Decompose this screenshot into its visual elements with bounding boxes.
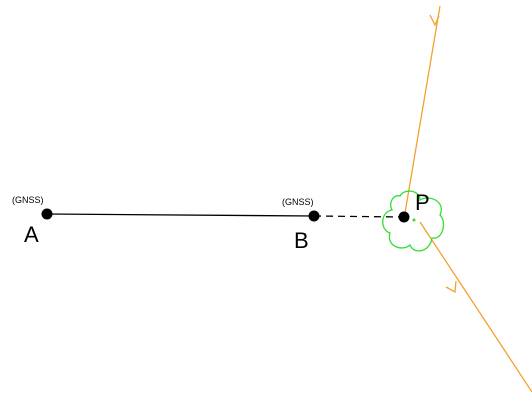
extension-b-p xyxy=(313,215,405,218)
ray-upper-arrow xyxy=(429,14,440,27)
ray-lower xyxy=(419,221,532,393)
point-b-gnss-tag: (GNSS) xyxy=(282,197,314,207)
point-b-label: B xyxy=(294,228,309,253)
point-a[interactable] xyxy=(41,208,53,220)
uncertainty-center-dot xyxy=(412,218,416,222)
point-b[interactable] xyxy=(308,210,320,222)
point-a-gnss-tag: (GNSS) xyxy=(12,195,44,205)
point-p-label: P xyxy=(415,190,430,215)
ray-upper xyxy=(404,5,441,214)
baseline-a-b xyxy=(46,213,315,217)
point-p[interactable] xyxy=(398,211,410,223)
point-a-label: A xyxy=(24,222,39,247)
uncertainty-region xyxy=(382,190,445,252)
ray-lower-arrow xyxy=(445,280,457,294)
